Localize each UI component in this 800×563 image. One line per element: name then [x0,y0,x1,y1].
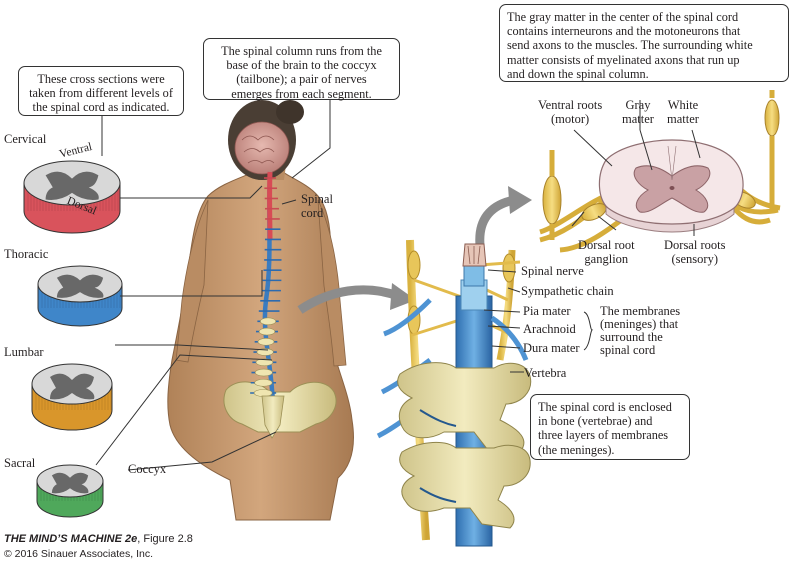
label-spinal-cord: Spinal cord [301,192,333,220]
right-arm [317,199,347,367]
label-coccyx: Coccyx [128,462,167,476]
label-lumbar: Lumbar [4,345,44,359]
figure-credit: THE MIND’S MACHINE 2e, Figure 2.8 [4,533,193,545]
label-vertebra: Vertebra [524,366,567,380]
label-sympathetic-chain: Sympathetic chain [521,284,614,298]
right-ganglion [764,99,780,137]
left-ganglion [542,175,562,225]
label-dorsal-root-ganglion: Dorsal root ganglion [578,238,635,266]
label-dura-mater: Dura mater [523,341,580,355]
label-spinal-nerve: Spinal nerve [521,264,584,278]
cross-sections [23,160,123,518]
label-ventral-roots: Ventral roots (motor) [538,98,603,126]
label-dorsal-roots: Dorsal roots (sensory) [664,238,726,266]
vertebra-upper [397,362,532,453]
hair-bun [276,100,304,124]
callout-enclosed: The spinal cord is enclosed in bone (ver… [530,394,690,460]
arrow-to-cord [475,195,516,246]
label-arachnoid: Arachnoid [523,322,576,336]
cross-section-thoracic [37,265,123,327]
vertebra-lower [399,442,531,529]
brain [234,121,290,175]
figure-number: , Figure 2.8 [137,533,193,545]
label-white-matter: White matter [667,98,699,126]
cord-closeup [539,90,781,253]
callout-cross-sections: These cross sections were taken from dif… [18,66,184,116]
callout-spinal-column: The spinal column runs from the base of … [203,38,400,101]
label-pia-mater: Pia mater [523,304,571,318]
cross-section-sacral [36,464,104,518]
label-meninges-note: The membranes (meninges) that surround t… [600,304,681,357]
copyright: © 2016 Sinauer Associates, Inc. [4,548,153,560]
label-sacral: Sacral [4,456,36,470]
label-thoracic: Thoracic [4,247,49,261]
label-cervical: Cervical [4,132,47,146]
book-title: THE MIND’S MACHINE 2e [4,533,138,545]
cord-stub [462,243,487,267]
cross-section-lumbar [31,363,113,431]
left-arm [175,199,209,363]
cross-section-cervical [23,160,121,234]
arrow-to-column [297,285,400,314]
label-gray-matter: Gray matter [622,98,654,126]
sacrum [261,395,285,439]
body-figure [167,100,354,521]
callout-gray-matter: The gray matter in the center of the spi… [499,4,789,82]
column-closeup [376,239,532,547]
body-vertebrae [250,177,282,397]
